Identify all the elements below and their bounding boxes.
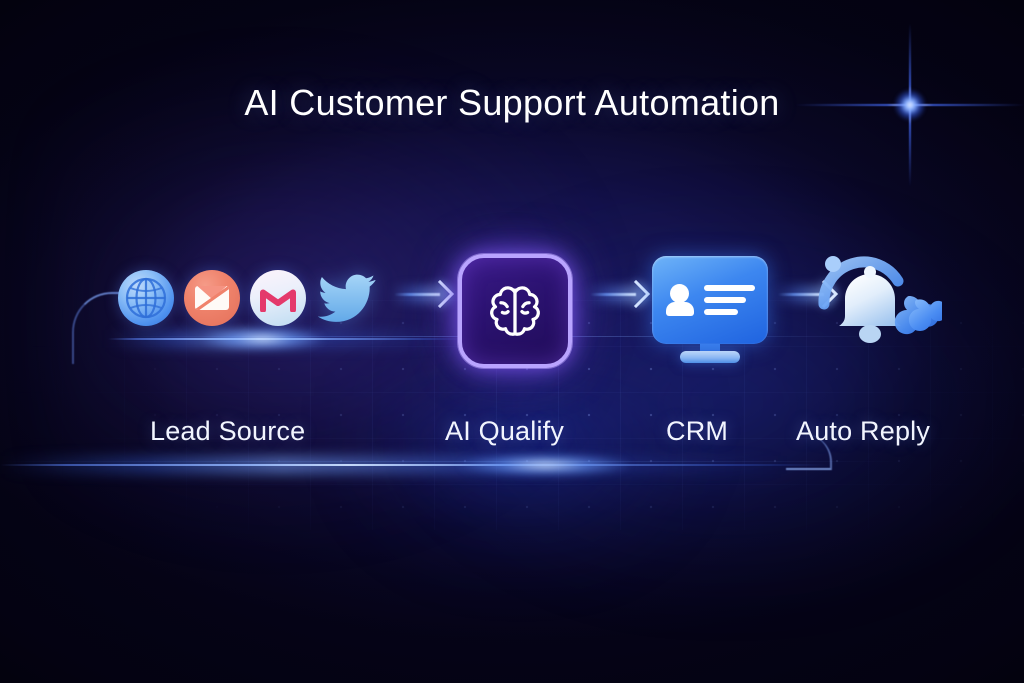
globe-icon-svg [125,277,167,319]
gmail-icon[interactable] [250,270,306,326]
contact-avatar-icon [665,284,695,316]
stage-label-lead-source: Lead Source [150,416,306,446]
stage-label-ai-qualify: AI Qualify [445,416,565,446]
twitter-bird-icon-svg [318,274,376,322]
detail-line [704,285,755,291]
flare-core [894,89,926,121]
gmail-icon-svg [260,289,296,312]
rail-line [0,464,828,466]
rail-hotspot [460,454,630,476]
stage-label-auto-reply: Auto Reply [796,416,931,446]
workflow-row: Lead Source [0,228,1024,446]
contact-detail-lines [704,285,755,315]
arrow-ai-to-crm [586,279,652,310]
page-title: AI Customer Support Automation [244,82,780,123]
stage-auto-reply[interactable]: Auto Reply [796,248,948,446]
detail-line [704,309,738,315]
monitor-contact-icon[interactable] [646,256,774,368]
avatar-body [666,302,694,316]
stage-ai-qualify[interactable]: AI Qualify [432,228,590,446]
envelope-icon[interactable] [184,270,240,326]
auto-reply-icon-group[interactable] [806,248,948,358]
globe-icon[interactable] [118,270,174,326]
bell-notification-icon-svg [818,256,948,343]
stage-label-crm: CRM [666,416,729,446]
brain-icon[interactable] [458,254,572,368]
envelope-icon-shape [195,286,229,310]
arrow-tail [590,293,636,296]
arrow-tail [394,293,440,296]
twitter-bird-icon[interactable] [316,270,378,326]
arrow-tail [778,293,824,296]
monitor-neck [700,343,720,353]
brain-icon-svg [490,286,540,336]
rail-left-curve [72,292,126,364]
detail-line [704,297,746,303]
rail-hotspot [203,328,323,350]
stage-crm[interactable]: CRM [646,256,774,446]
avatar-head [670,284,689,303]
envelope-flap [195,286,229,299]
monitor-screen [652,256,768,344]
arrow-lead-to-ai [390,279,456,310]
monitor-base [680,351,740,363]
arrow-crm-to-reply [774,279,840,310]
lead-source-icon-group [118,270,378,326]
